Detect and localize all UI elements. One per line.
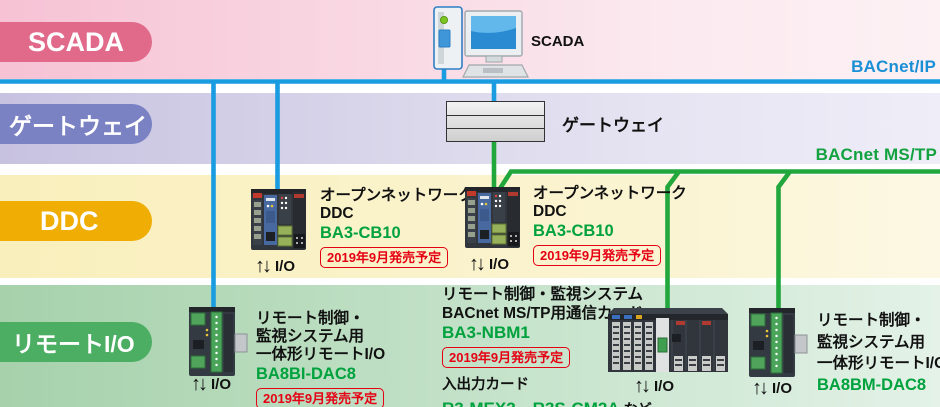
remote-mid-model: BA3-NBM1 [442, 323, 530, 342]
ddc2-model: BA3-CB10 [533, 222, 614, 240]
remote-right-desc-line: 一体形リモートI/O [817, 355, 940, 372]
remote-right-io-indicator: ↑↓ I/O [752, 377, 793, 399]
io-up-down-arrows-icon: ↑↓ [469, 253, 486, 275]
bacnet-mstp-label: BACnet MS/TP [815, 145, 937, 164]
ddc1-desc-line: DDC [320, 205, 354, 222]
remote-right-desc-line: 監視システム用 [817, 333, 926, 351]
gateway-node-label: ゲートウェイ [562, 116, 664, 135]
remote-right-device-image [749, 308, 808, 377]
lane-label-gateway: ゲートウェイ [0, 104, 152, 144]
bacnet-mstp-wires [491, 140, 940, 311]
ddc1-model: BA3-CB10 [320, 224, 401, 242]
io-up-down-arrows-icon: ↑↓ [752, 377, 769, 399]
ddc1-desc-line: オープンネットワーク [320, 187, 474, 204]
io-up-down-arrows-icon: ↑↓ [191, 373, 208, 395]
lane-label-ddc: DDC [0, 201, 152, 241]
remote-left-release-badge: 2019年9月発売予定 [256, 388, 385, 407]
remote-left-desc-line: 監視システム用 [256, 328, 365, 345]
io-up-down-arrows-icon: ↑↓ [634, 375, 651, 397]
remote-left-model: BA8BI-DAC8 [256, 365, 356, 383]
gateway-device-box [446, 101, 545, 142]
io-rack-device-image [608, 308, 728, 372]
bacnet-ip-wires [0, 56, 940, 309]
remote-mid-io-indicator: ↑↓ I/O [634, 375, 675, 397]
ddc2-desc-line: オープンネットワーク [533, 185, 687, 202]
io-cards-models: R3-MEX2、R3S-CM2A [442, 399, 620, 407]
remote-right-model: BA8BM-DAC8 [817, 375, 927, 394]
ddc1-text-block: オープンネットワーク DDC BA3-CB10 2019年9月発売予定 [320, 187, 474, 268]
io-up-down-arrows-icon: ↑↓ [255, 255, 272, 277]
lane-label-remote-io: リモートI/O [0, 322, 152, 362]
remote-mid-desc-line: BACnet MS/TP用通信カード [442, 305, 644, 322]
remote-right-text-block: リモート制御・ 監視システム用 一体形リモートI/O BA8BM-DAC8 [817, 310, 940, 395]
remote-right-desc-line: リモート制御・ [817, 312, 926, 329]
ddc2-text-block: オープンネットワーク DDC BA3-CB10 2019年9月発売予定 [533, 185, 687, 266]
bacnet-mstp-bus-line [497, 169, 940, 192]
scada-node-label: SCADA [531, 33, 585, 50]
remote-left-text-block: リモート制御・ 監視システム用 一体形リモートI/O BA8BI-DAC8 20… [256, 310, 385, 407]
ddc2-desc-line: DDC [533, 203, 567, 220]
ddc1-device-image [251, 189, 306, 250]
bacnet-ip-label: BACnet/IP [851, 57, 936, 76]
lane-label-scada: SCADA [0, 22, 152, 62]
remote-left-desc-line: リモート制御・ [256, 310, 365, 327]
io-cards-label: 入出力カード [442, 377, 529, 393]
io-cards-suffix: など [624, 401, 652, 407]
ddc2-release-badge: 2019年9月発売予定 [533, 245, 662, 266]
remote-left-desc-line: 一体形リモートI/O [256, 346, 386, 363]
remote-mid-desc-line: リモート制御・監視システム [442, 286, 644, 303]
remote-left-io-indicator: ↑↓ I/O [191, 373, 232, 395]
ddc1-release-badge: 2019年9月発売予定 [320, 247, 449, 268]
ddc2-io-indicator: ↑↓ I/O [469, 253, 510, 275]
scada-computer-icon [433, 6, 529, 78]
ddc2-device-image [465, 187, 520, 248]
remote-left-device-image [189, 307, 248, 376]
remote-mid-release-badge: 2019年9月発売予定 [442, 347, 571, 368]
ddc1-io-indicator: ↑↓ I/O [255, 255, 296, 277]
remote-mid-text-block: リモート制御・監視システム BACnet MS/TP用通信カード BA3-NBM… [442, 285, 652, 407]
